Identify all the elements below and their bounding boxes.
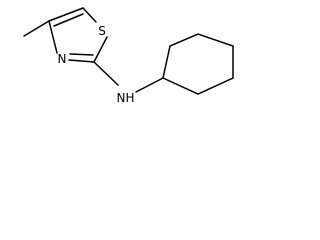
ring-bond-s-c2 [93,36,108,63]
ring-double-bond-c4-c5-inner [53,13,84,27]
ring-bond-c5-s [82,7,97,23]
bond-nh-cyclohexyl [135,77,164,93]
amine-nitrogen-label: N [117,91,126,105]
cyclohexane-ring [162,33,234,95]
ring-bond-n3-c4 [48,20,58,54]
ring-nitrogen-label: N [58,52,67,66]
ring-bond-c4-c5 [48,7,84,22]
ring-bond-c2-n3 [68,59,95,63]
sulfur-label: S [98,24,106,38]
ring-double-bond-c2-n3-inner [69,53,94,56]
methyl-bond [23,20,50,37]
chemical-structure: S N N H [23,7,234,105]
amine-hydrogen-label: H [125,91,134,105]
bond-c2-nh [93,61,119,86]
